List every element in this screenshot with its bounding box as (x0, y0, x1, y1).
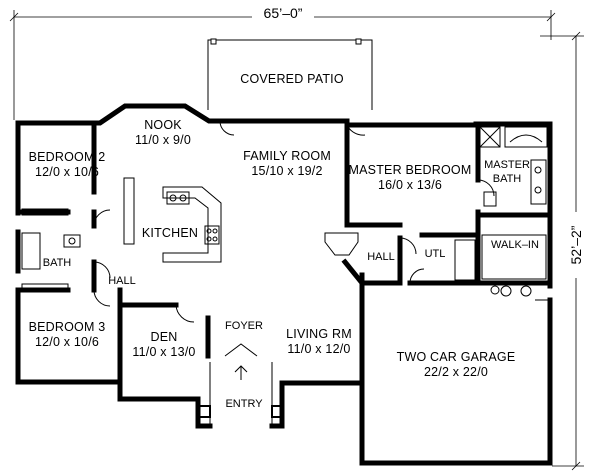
burner-3 (206, 236, 212, 242)
door-bedroom3 (93, 289, 111, 307)
room-size-living-room: 11/0 x 12/0 (287, 342, 350, 356)
water-heater-2 (500, 285, 512, 297)
room-name-living-room: LIVING RM (286, 327, 352, 341)
wall-hall-right-diag (341, 258, 366, 287)
door-swings (93, 120, 495, 357)
door-entry (224, 343, 258, 357)
room-name-hall-left: HALL (108, 275, 136, 287)
bath-tub (21, 232, 41, 270)
room-size-nook: 11/0 x 9/0 (135, 133, 191, 147)
width-dimension-label: 65’–0” (264, 5, 303, 21)
water-heater-3 (520, 285, 532, 297)
door-bedroom2 (93, 209, 111, 227)
depth-dimension-slash-top (571, 31, 581, 41)
depth-dimension-slash-bottom (571, 461, 581, 471)
kitchen-sink (166, 191, 190, 205)
shower-x-2 (479, 126, 501, 148)
room-name-foyer: FOYER (225, 320, 263, 332)
width-dimension: 65’–0” (9, 5, 556, 120)
kitchen-counters (162, 186, 222, 263)
burner-4 (212, 236, 218, 242)
door-utl (399, 237, 417, 255)
door-den (175, 304, 195, 323)
room-size-family-room: 15/10 x 19/2 (251, 164, 322, 178)
closets (21, 177, 547, 291)
fireplace-hearth (324, 232, 359, 256)
closet-bedroom3 (21, 283, 69, 291)
room-name-bedroom3: BEDROOM 3 (29, 320, 106, 334)
width-dimension-slash-right (546, 12, 556, 22)
entry-wall-right (269, 413, 285, 429)
living-south-wall (279, 380, 365, 419)
master-sink-2 (534, 186, 542, 194)
room-size-den: 11/0 x 13/0 (132, 345, 195, 359)
width-dimension-slash-left (9, 12, 19, 22)
room-size-garage: 22/2 x 22/0 (424, 365, 488, 379)
depth-dimension: 52’–2” (540, 31, 584, 471)
room-name-family-room: FAMILY ROOM (243, 149, 331, 163)
entry-wall-left (195, 413, 213, 429)
baths (21, 126, 548, 270)
patio-post-left (210, 38, 217, 45)
patio-post-right (355, 38, 362, 45)
door-bath (93, 261, 111, 279)
burner-2 (212, 228, 218, 234)
porch-column-left (198, 405, 211, 418)
room-size-bedroom3: 12/0 x 10/6 (35, 335, 99, 349)
room-name-covered-patio: COVERED PATIO (240, 72, 344, 86)
entry-porch (198, 362, 284, 426)
room-name-entry: ENTRY (225, 398, 263, 410)
sink-bowl-right (179, 194, 187, 202)
room-labels: COVERED PATIO NOOK 11/0 x 9/0 FAMILY ROO… (29, 72, 539, 410)
garage-items (490, 285, 551, 455)
room-size-master-bedroom: 16/0 x 13/6 (378, 178, 442, 192)
entry-arrow-icon (234, 365, 248, 380)
bath-vanity (63, 234, 81, 248)
door-patio-master (346, 124, 366, 136)
room-name-garage: TWO CAR GARAGE (397, 350, 516, 364)
master-toilet (483, 191, 497, 207)
door-garage (409, 268, 425, 284)
master-tub (504, 126, 548, 148)
room-name-kitchen: KITCHEN (142, 226, 198, 240)
room-size-bedroom2: 12/0 x 10/6 (35, 165, 99, 179)
door-patio-family (219, 120, 235, 136)
closet-bedroom2 (21, 208, 69, 216)
depth-dimension-label-bg (568, 212, 584, 278)
width-dimension-label-bg (252, 6, 314, 22)
master-vanity (530, 159, 547, 205)
master-sink-1 (534, 166, 542, 174)
door-master-bath (477, 179, 495, 197)
depth-dimension-label: 52’–2” (568, 225, 584, 264)
master-shower (479, 126, 501, 148)
water-heater-1 (490, 285, 500, 295)
room-name-utl: UTL (425, 248, 446, 260)
kitchen-counter (162, 186, 222, 263)
room-name-den: DEN (151, 330, 178, 344)
room-name-master-bedroom: MASTER BEDROOM (349, 163, 472, 177)
sink-bowl-left (169, 194, 177, 202)
exterior-wall-north (15, 103, 553, 289)
bath-sink (68, 237, 76, 245)
room-name-bedroom2: BEDROOM 2 (29, 150, 106, 164)
burner-1 (206, 228, 212, 234)
utl-washer-dryer (454, 239, 476, 281)
room-name-bath: BATH (43, 257, 72, 269)
kitchen-pantry (123, 177, 135, 245)
interior-walls (15, 120, 553, 402)
room-name-master-bath-line2: BATH (493, 173, 522, 185)
room-name-walk-in: WALK–IN (491, 239, 539, 251)
patio-outline (207, 39, 373, 110)
room-name-hall-right: HALL (367, 251, 395, 263)
room-name-nook: NOOK (144, 118, 182, 132)
covered-patio-outline (207, 38, 373, 110)
walkin-closet-rods (481, 234, 547, 280)
fireplace (324, 232, 359, 256)
kitchen-range (204, 225, 220, 245)
room-name-master-bath-line1: MASTER (484, 159, 530, 171)
